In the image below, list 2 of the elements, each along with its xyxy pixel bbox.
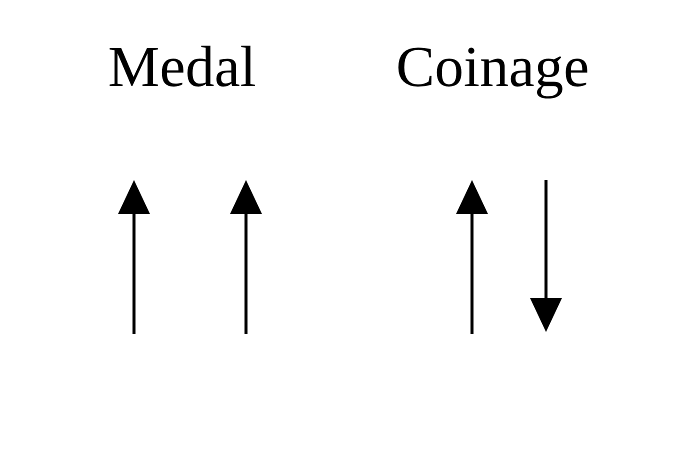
group-label: Medal — [108, 38, 256, 96]
group-label: Coinage — [396, 38, 590, 96]
